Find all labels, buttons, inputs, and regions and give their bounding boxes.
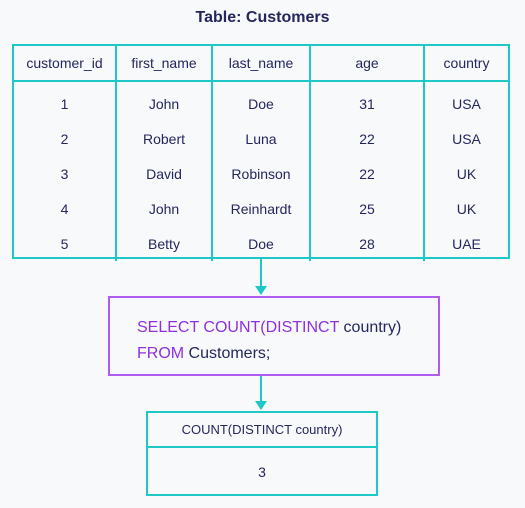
column-header: last_name [211, 46, 310, 82]
table-cell: UK [423, 191, 508, 226]
table-cell: 22 [309, 156, 424, 191]
table-cell: 4 [60, 200, 69, 217]
table-cell: Doe [211, 81, 310, 121]
column-header: customer_id [14, 46, 116, 82]
table-cell: Luna [211, 121, 310, 156]
column-header: first_name [115, 46, 212, 82]
sql-keyword: FROM [137, 345, 185, 362]
table-cell: 2 [60, 130, 69, 147]
arrow-down-icon [255, 401, 267, 410]
sql-query-box: SELECT COUNT(DISTINCT country) FROM Cust… [108, 296, 440, 376]
result-value: 3 [258, 464, 266, 480]
table-row: 2 Robert Luna 22 USA [14, 121, 508, 156]
query-line-1: SELECT COUNT(DISTINCT country) [137, 315, 438, 341]
result-table: COUNT(DISTINCT country) 3 [146, 411, 378, 496]
table-cell: Reinhardt [211, 191, 310, 226]
table-cell: USA [423, 81, 508, 121]
table-cell: 1 [60, 95, 69, 112]
query-line-2: FROM Customers; [137, 341, 438, 367]
connector-line [260, 376, 262, 402]
table-cell: Betty [115, 226, 212, 261]
table-row: 4 John Reinhardt 25 UK [14, 191, 508, 226]
arrow-down-icon [255, 286, 267, 295]
customers-table: customer_id first_name last_name age cou… [12, 44, 510, 261]
table-cell: USA [423, 121, 508, 156]
column-header: country [423, 46, 508, 82]
column-header: age [309, 46, 424, 82]
table-header-row: customer_id first_name last_name age cou… [14, 46, 508, 82]
table-cell: 5 [60, 235, 69, 252]
result-header: COUNT(DISTINCT country) [148, 413, 376, 448]
table-cell: 25 [309, 191, 424, 226]
sql-keyword: SELECT COUNT(DISTINCT [137, 319, 340, 336]
table-title: Table: Customers [195, 9, 330, 26]
table-cell: Robinson [211, 156, 310, 191]
sql-text: country) [339, 319, 402, 336]
table-cell: 31 [309, 81, 424, 121]
table-cell: John [115, 191, 212, 226]
table-cell: UK [423, 156, 508, 191]
table-cell: John [115, 81, 212, 121]
sql-text: Customers; [184, 345, 271, 362]
table-cell: UAE [423, 226, 508, 261]
table-cell: 28 [309, 226, 424, 261]
table-cell: Doe [211, 226, 310, 261]
table-row: 5 Betty Doe 28 UAE [14, 226, 508, 261]
table-cell: David [115, 156, 212, 191]
connector-line [260, 259, 262, 287]
table-cell: 3 [60, 165, 69, 182]
table-row: 1 John Doe 31 USA [14, 81, 508, 121]
table-row: 3 David Robinson 22 UK [14, 156, 508, 191]
table-cell: 22 [309, 121, 424, 156]
table-cell: Robert [115, 121, 212, 156]
